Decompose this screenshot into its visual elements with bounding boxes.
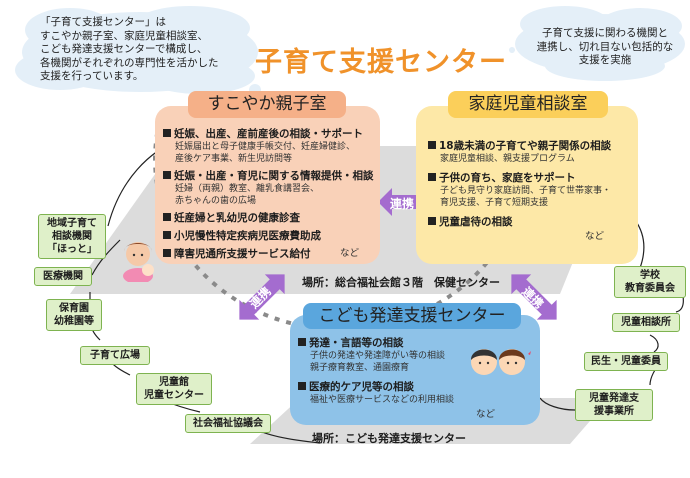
- katei-items: 18歳未満の子育てや親子関係の相談 家庭児童相談、親支援プログラム 子供の育ち、…: [428, 139, 633, 249]
- katei-item-head: 児童虐待の相談: [439, 216, 513, 228]
- mother-baby-illustration-icon: [123, 242, 154, 282]
- sukoyaka-item: 妊娠・出産・育児に関する情報提供・相談 妊婦（両親）教室、離乳食講習会、 赤ちゃ…: [163, 169, 374, 207]
- sukoyaka-items: 妊娠、出産、産前産後の相談・サポート 妊娠届出と母子健康手帳交付、妊産婦健診、 …: [163, 127, 378, 267]
- katei-title: 家庭児童相談室: [448, 91, 608, 118]
- bullet-square-icon: [163, 249, 171, 257]
- katei-item-sub: 子ども見守り家庭訪問、子育て世帯家事・: [440, 186, 612, 196]
- cloud-right-line: 連携し、切れ目ない包括的な: [536, 40, 674, 53]
- sukoyaka-item: 妊産婦と乳幼児の健康診査: [163, 211, 300, 225]
- org-line: 児童発達支: [589, 393, 639, 404]
- katei-box: [416, 106, 638, 264]
- org-line: 民生・児童委員: [591, 356, 661, 367]
- bullet-square-icon: [163, 213, 171, 221]
- kodomo-box: [290, 315, 540, 425]
- page-title: 子育て支援センター: [255, 47, 507, 78]
- org-iryou-kikan: 医療機関: [34, 267, 92, 286]
- org-line: 地域子育て: [47, 218, 97, 229]
- kodomo-place: 場所：こども発達支援センター: [312, 432, 466, 445]
- org-line: 相談機関: [52, 231, 92, 242]
- katei-item: 18歳未満の子育てや親子関係の相談 家庭児童相談、親支援プログラム: [428, 139, 611, 165]
- org-line: 児童相談所: [621, 317, 671, 328]
- cloud-left-shape: [15, 6, 266, 104]
- sukoyaka-item-head: 小児慢性特定疾病児医療費助成: [174, 230, 321, 242]
- cloud-left-line: 各機関がそれぞれの専門性を活かした: [40, 56, 219, 69]
- org-jidou-hattatsu: 児童発達支 援事業所: [575, 389, 653, 421]
- cloud-left-line: 「子育て支援センター」は: [40, 16, 166, 28]
- bullet-square-icon: [298, 338, 306, 346]
- katei-item-head: 18歳未満の子育てや親子関係の相談: [439, 140, 612, 152]
- cloud-right-shape: [509, 6, 685, 81]
- link-arrow-left-diagonal: [239, 274, 285, 320]
- katei-item-sub: 育児支援、子育て短期支援: [440, 198, 549, 208]
- katei-nado: など: [585, 231, 605, 242]
- kodomo-item: 発達・言語等の相談 子供の発達や発達障がい等の相談 親子療育教室、通園療育: [298, 336, 445, 374]
- cloud-right-line: 子育て支援に関わる機関と: [542, 27, 668, 39]
- bullet-square-icon: [428, 141, 436, 149]
- bullet-square-icon: [163, 171, 171, 179]
- kodomo-item-head: 医療的ケア児等の相談: [309, 381, 414, 393]
- sukoyaka-item: 障害児通所支援サービス給付: [163, 247, 311, 261]
- katei-item-sub: 家庭児童相談、親支援プログラム: [440, 154, 575, 164]
- sukoyaka-nado: など: [340, 248, 360, 259]
- sukoyaka-box: [155, 106, 380, 264]
- kodomo-item-sub: 福祉や医療サービスなどの利用相談: [310, 395, 455, 405]
- org-jidoukan: 児童館 児童センター: [136, 373, 212, 405]
- sukoyaka-item-head: 妊娠、出産、産前産後の相談・サポート: [174, 128, 363, 140]
- org-line: 保育園: [59, 303, 89, 314]
- org-gakkou: 学校 教育委員会: [614, 266, 686, 298]
- kodomo-nado: など: [476, 409, 496, 420]
- org-line: 社会福祉協議会: [193, 418, 263, 429]
- sukoyaka-item-head: 障害児通所支援サービス給付: [174, 248, 311, 260]
- org-line: 幼稚園等: [54, 316, 94, 327]
- sukoyaka-item-sub: 妊娠届出と母子健康手帳交付、妊産婦健診、: [175, 142, 356, 152]
- sukoyaka-item-sub: 赤ちゃんの歯の広場: [175, 196, 257, 206]
- kodomo-item-head: 発達・言語等の相談: [309, 337, 404, 349]
- sukoyaka-item-head: 妊産婦と乳幼児の健康診査: [174, 212, 300, 224]
- children-illustration-icon: [471, 349, 531, 375]
- sukoyaka-item: 小児慢性特定疾病児医療費助成: [163, 229, 321, 243]
- kodomo-items: 発達・言語等の相談 子供の発達や発達障がい等の相談 親子療育教室、通園療育 医療…: [298, 336, 498, 416]
- kodomo-title: こども発達支援センター: [303, 303, 521, 329]
- sukoyaka-item-sub: 妊婦（両親）教室、離乳食講習会、: [175, 184, 320, 194]
- org-line: 児童センター: [144, 390, 204, 401]
- cloud-right-line: 支援を実施: [578, 54, 632, 66]
- cloud-right: 子育て支援に関わる機関と 連携し、切れ目ない包括的な 支援を実施: [535, 27, 675, 68]
- kodomo-item-sub: 親子療育教室、通園療育: [310, 363, 410, 373]
- bullet-square-icon: [428, 217, 436, 225]
- bullet-square-icon: [163, 129, 171, 137]
- org-line: 医療機関: [43, 271, 83, 282]
- org-kosodate-hiroba: 子育て広場: [80, 346, 150, 365]
- sukoyaka-item-sub: 産後ケア事業、新生児訪問等: [175, 154, 293, 164]
- sukoyaka-place: 場所：総合福祉会館３階 保健センター: [302, 276, 500, 289]
- org-line: 援事業所: [594, 406, 634, 417]
- cloud-left-line: 支援を行っています。: [40, 70, 144, 82]
- org-jidou-soudanjo: 児童相談所: [612, 313, 680, 332]
- bullet-square-icon: [163, 231, 171, 239]
- org-chiiki-kosodate: 地域子育て 相談機関 「ほっと」: [38, 214, 106, 259]
- org-line: 「ほっと」: [47, 244, 97, 255]
- org-hoikuen: 保育園 幼稚園等: [46, 299, 102, 331]
- cloud-left-line: こども発達支援センターで構成し、: [40, 43, 208, 55]
- cloud-left-line: すこやか親子室、家庭児童相談室、: [40, 29, 208, 42]
- org-line: 学校: [640, 270, 660, 281]
- org-shakai-fukushi: 社会福祉協議会: [185, 414, 271, 433]
- sukoyaka-item: 妊娠、出産、産前産後の相談・サポート 妊娠届出と母子健康手帳交付、妊産婦健診、 …: [163, 127, 363, 165]
- kodomo-item: 医療的ケア児等の相談 福祉や医療サービスなどの利用相談: [298, 380, 454, 406]
- org-line: 教育委員会: [625, 283, 675, 294]
- org-line: 子育て広場: [90, 350, 140, 361]
- katei-item: 子供の育ち、家庭をサポート 子ども見守り家庭訪問、子育て世帯家事・ 育児支援、子…: [428, 171, 611, 209]
- bullet-square-icon: [298, 382, 306, 390]
- link-arrow-right-diagonal: [511, 274, 557, 320]
- sukoyaka-title: すこやか親子室: [188, 91, 346, 118]
- sukoyaka-item-head: 妊娠・出産・育児に関する情報提供・相談: [174, 170, 374, 182]
- bullet-square-icon: [428, 173, 436, 181]
- org-minsei-jidou: 民生・児童委員: [584, 352, 668, 371]
- org-line: 児童館: [159, 377, 189, 388]
- kodomo-item-sub: 子供の発達や発達障がい等の相談: [310, 351, 446, 361]
- katei-item-head: 子供の育ち、家庭をサポート: [439, 172, 576, 184]
- katei-item: 児童虐待の相談: [428, 215, 513, 229]
- link-label-horizontal: 連携: [390, 197, 415, 211]
- cloud-left: 「子育て支援センター」は すこやか親子室、家庭児童相談室、 こども発達支援センタ…: [40, 16, 270, 84]
